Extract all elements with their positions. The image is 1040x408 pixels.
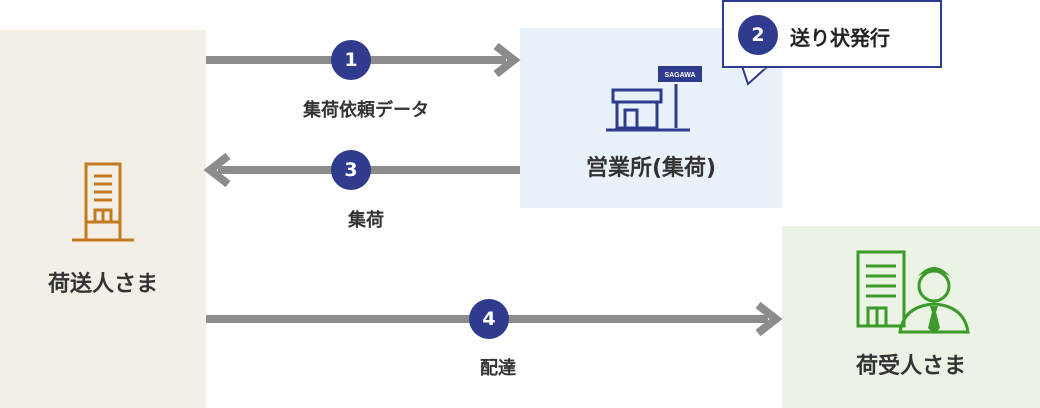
- office-store-icon: [606, 66, 702, 132]
- receiver-hair-icon: [918, 267, 950, 276]
- step-label-4: 配達: [480, 358, 516, 379]
- receiver-label: 荷受人さま: [855, 354, 966, 379]
- step-badge-3: 3: [331, 150, 371, 190]
- receiver-panel: [782, 226, 1040, 408]
- step-badge-1: 1: [331, 40, 371, 80]
- step-badge-4: 4: [469, 299, 509, 339]
- step-label-2: 送り状発行: [790, 26, 890, 50]
- office-sign-text: SAGAWA: [664, 72, 695, 79]
- receiver-tie-icon: [928, 306, 940, 334]
- step-label-1: 集荷依頼データ: [303, 100, 429, 121]
- step-badge-2: 2: [738, 15, 778, 55]
- office-label: 営業所(集荷): [585, 156, 717, 181]
- bubble-tail: [740, 65, 771, 86]
- step-2-bubble: 2 送り状発行: [722, 0, 942, 68]
- sender-label: 荷送人さま: [47, 272, 158, 297]
- receiver-building-person-icon: [856, 250, 970, 334]
- step-label-3: 集荷: [348, 210, 384, 231]
- sender-building-icon: [72, 162, 134, 242]
